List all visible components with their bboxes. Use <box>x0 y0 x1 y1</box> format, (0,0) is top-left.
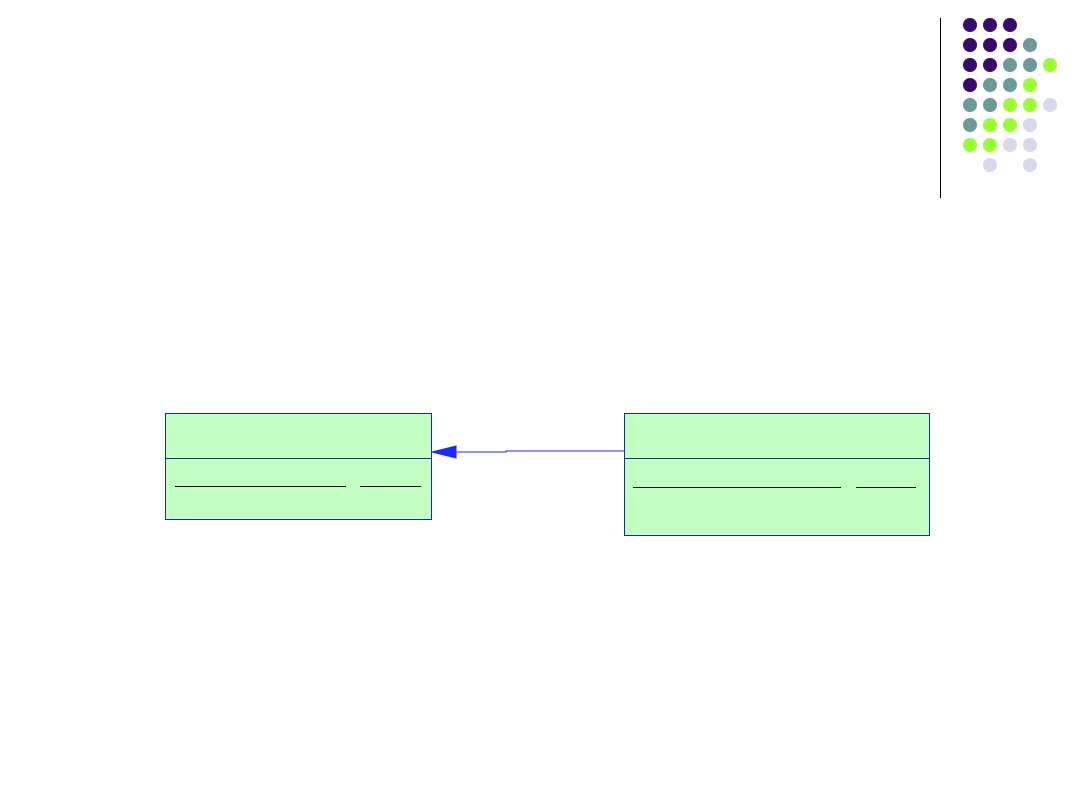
decorative-dot <box>1003 138 1017 152</box>
decorative-dot <box>983 18 997 32</box>
decorative-dot <box>983 78 997 92</box>
uml-class-right-name <box>625 414 929 459</box>
uml-class-right[interactable] <box>624 413 930 536</box>
decorative-dot <box>1023 78 1037 92</box>
decorative-dot <box>963 98 977 112</box>
decorative-dot <box>1023 138 1037 152</box>
decorative-dot <box>983 138 997 152</box>
decorative-dot <box>1003 118 1017 132</box>
decorative-dot <box>1003 98 1017 112</box>
uml-class-right-attribute-name <box>633 487 841 488</box>
decorative-dot <box>963 18 977 32</box>
decorative-dot <box>1003 58 1017 72</box>
decorative-dot <box>983 118 997 132</box>
uml-class-left-attribute-type <box>360 486 421 487</box>
decorative-dot <box>963 58 977 72</box>
decorative-dot-grid <box>960 16 1060 176</box>
decorative-dot <box>1043 98 1057 112</box>
decorative-dot <box>1023 38 1037 52</box>
decorative-dot <box>983 38 997 52</box>
decorative-dot <box>983 98 997 112</box>
decorative-dot <box>963 38 977 52</box>
decorative-dot <box>1023 98 1037 112</box>
decorative-dot <box>963 78 977 92</box>
uml-class-left-attribute-name <box>175 486 346 487</box>
uml-class-left-name <box>166 414 431 459</box>
decorative-dot <box>1003 38 1017 52</box>
decorative-dot <box>1023 118 1037 132</box>
connector-line <box>456 450 624 453</box>
decorative-dot <box>983 158 997 172</box>
arrowhead-icon <box>431 445 457 459</box>
decorative-dot <box>983 58 997 72</box>
decorative-dot <box>1003 78 1017 92</box>
decorative-dot <box>963 138 977 152</box>
decorative-dot <box>963 118 977 132</box>
decorative-dot <box>1023 58 1037 72</box>
decorative-dot <box>1003 18 1017 32</box>
uml-class-left[interactable] <box>165 413 432 520</box>
decorative-dot <box>1023 158 1037 172</box>
decorative-dot <box>1043 58 1057 72</box>
uml-class-right-attribute-type <box>856 487 916 488</box>
vertical-divider <box>940 18 941 198</box>
